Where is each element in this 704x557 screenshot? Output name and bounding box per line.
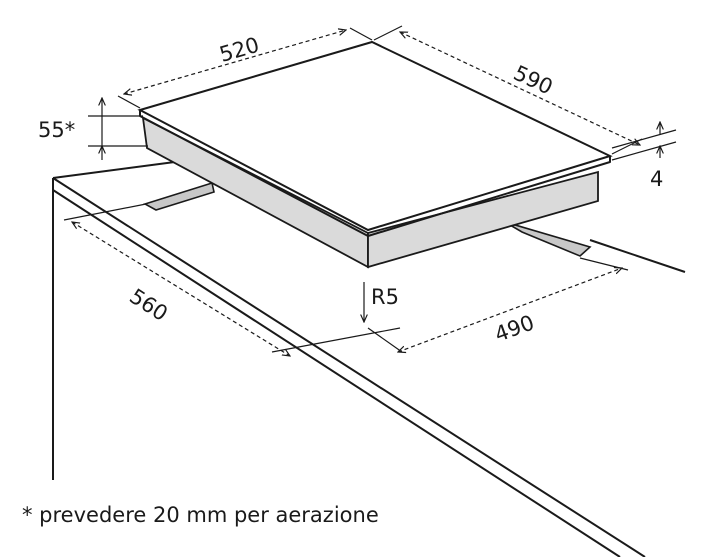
cutout-opening [142,181,592,257]
label-corner-radius: R5 [371,285,399,309]
label-cutout-width: 490 [492,310,538,346]
label-cutout-depth: 560 [125,284,172,326]
ventilation-note: * prevedere 20 mm per aerazione [22,503,379,527]
label-hob-width: 520 [217,33,262,67]
cutout-left-rim [142,181,215,211]
dimension-corner-radius: R5 [364,282,399,322]
label-height: 55* [38,118,75,142]
cutout-right-rim [504,221,592,257]
dimension-cutout-width: 490 [367,257,629,352]
dimension-top-thickness: 4 [611,122,677,191]
label-hob-depth: 590 [510,61,556,100]
hob-front-side [367,170,599,269]
label-top-thickness: 4 [650,167,663,191]
dimension-height: 55* [38,98,148,160]
